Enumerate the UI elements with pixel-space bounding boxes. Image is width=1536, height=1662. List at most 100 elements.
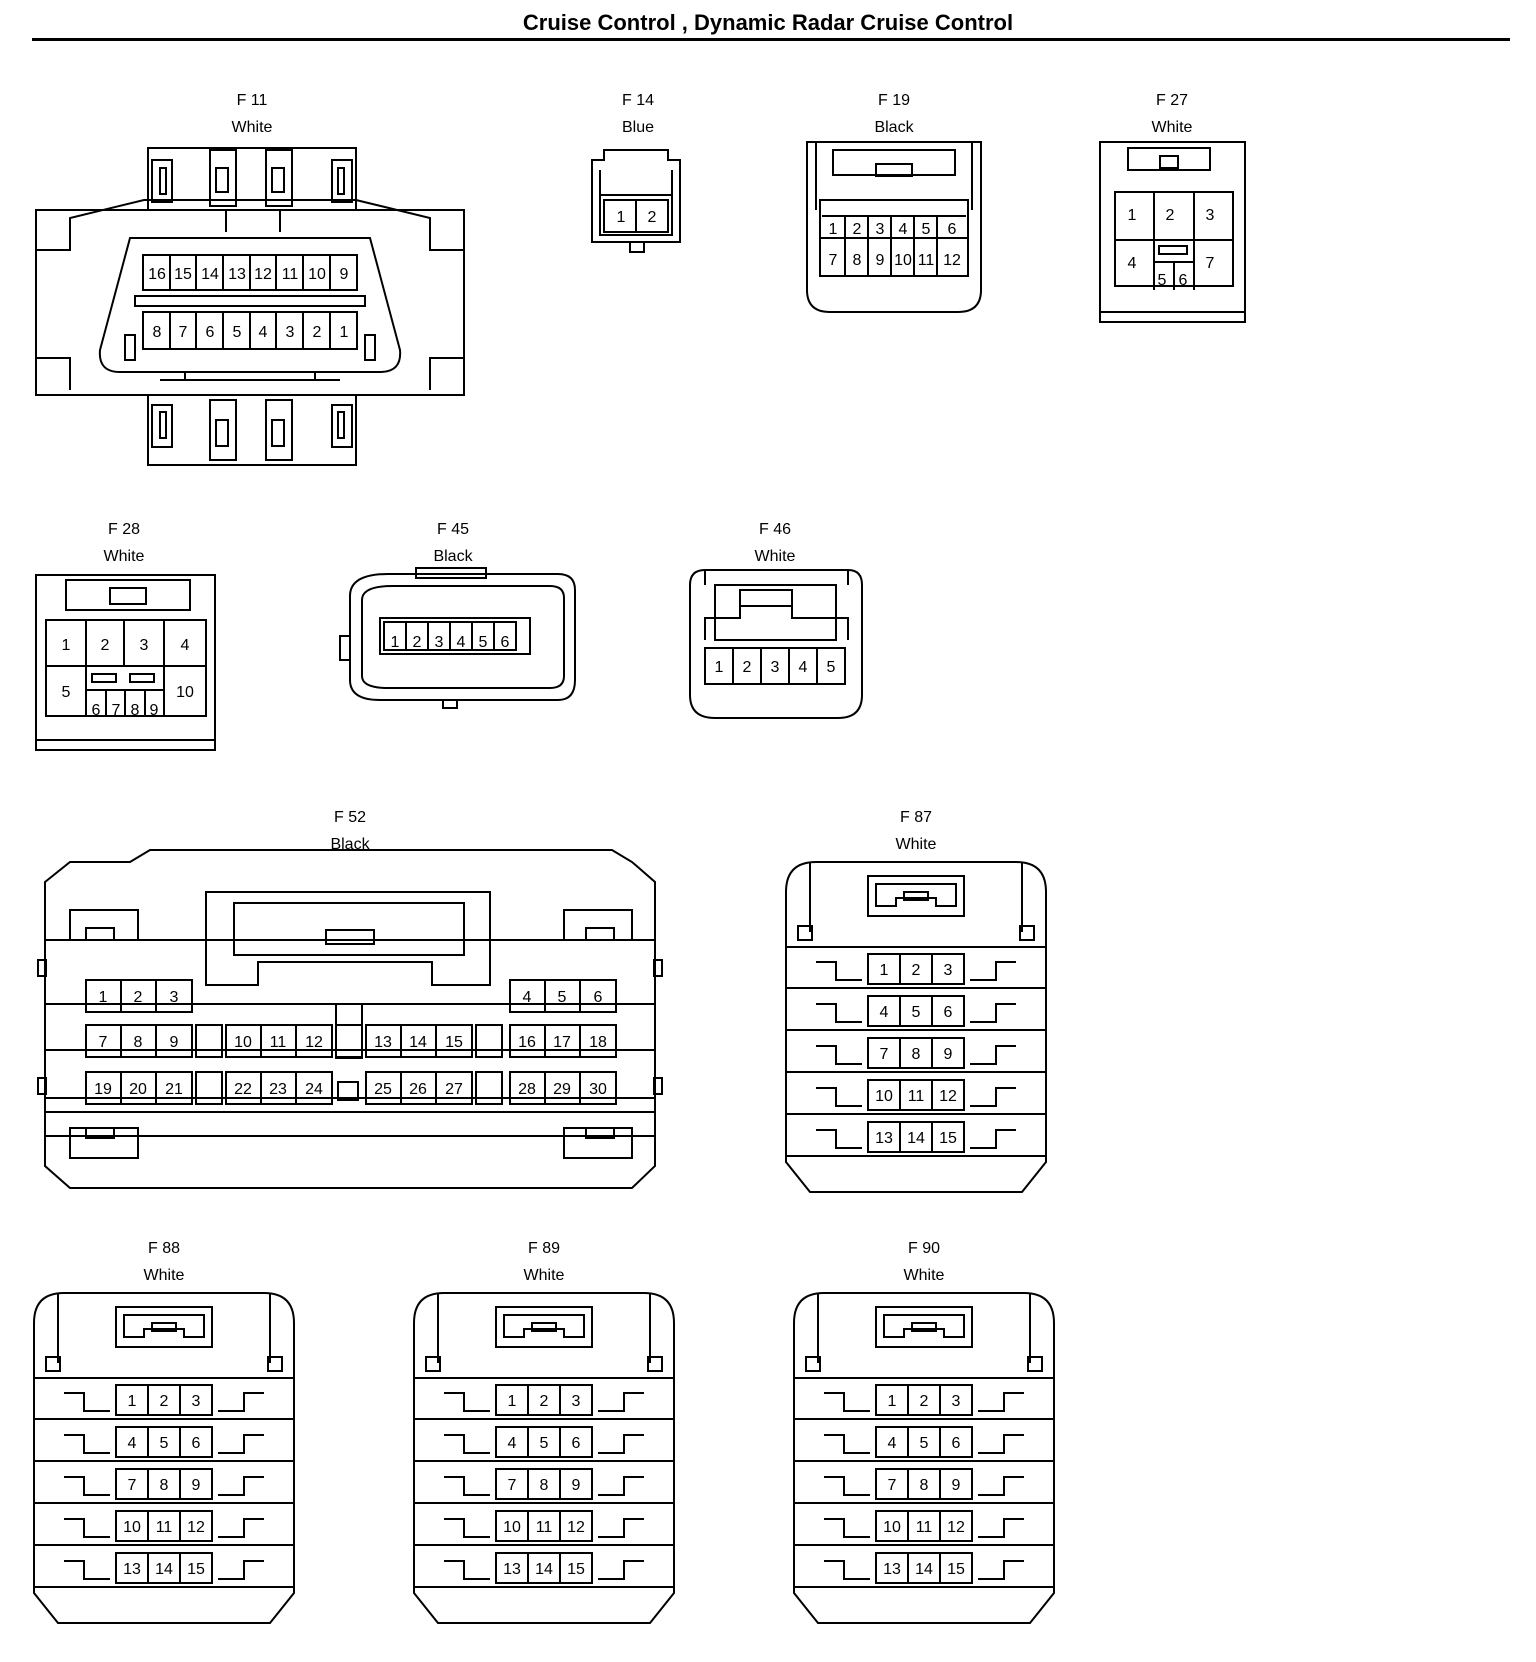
pin-label: 4	[899, 221, 908, 238]
pin-label: 12	[943, 252, 961, 269]
pin-label: 6	[1179, 272, 1188, 289]
pin-label: 8	[540, 1477, 549, 1494]
pin-label: 2	[540, 1393, 549, 1410]
pin-label: 9	[876, 252, 885, 269]
connector-f46-body	[689, 569, 863, 719]
pin-label: 8	[134, 1034, 143, 1051]
pin-label: 13	[123, 1561, 141, 1578]
pin-label: 6	[192, 1435, 201, 1452]
pin-label: 17	[553, 1034, 571, 1051]
pin-label: 20	[129, 1081, 147, 1098]
pin-label: 6	[92, 702, 101, 719]
pin-label: 5	[920, 1435, 929, 1452]
pin-label: 13	[503, 1561, 521, 1578]
pin-label: 11	[918, 252, 935, 269]
pin-label: 3	[435, 634, 444, 651]
connector-label-color: White	[1152, 119, 1193, 136]
connector-label-color: Black	[330, 836, 370, 853]
connector-label-id: F 89	[528, 1240, 560, 1257]
pin-label: 5	[1158, 272, 1167, 289]
pin-label: 5	[540, 1435, 549, 1452]
pin-label: 14	[907, 1130, 925, 1147]
connector-label-color: White	[755, 548, 796, 565]
connector-label-color: White	[896, 836, 937, 853]
pin-label: 10	[176, 684, 194, 701]
connector-f11-body	[35, 147, 465, 466]
pin-label: 4	[181, 637, 190, 654]
pin-label: 9	[572, 1477, 581, 1494]
connector-label-id: F 27	[1156, 92, 1188, 109]
connector-label-id: F 87	[900, 809, 932, 826]
pin-label: 12	[305, 1034, 323, 1051]
connector-f89-body	[413, 1292, 675, 1624]
pin-label: 29	[553, 1081, 571, 1098]
pin-label: 2	[413, 634, 422, 651]
pin-label: 10	[234, 1034, 252, 1051]
connector-label-color: White	[904, 1267, 945, 1284]
pin-label: 3	[952, 1393, 961, 1410]
pin-label: 5	[912, 1004, 921, 1021]
connector-f11-pin-dividers	[169, 255, 331, 349]
pin-label: 2	[743, 659, 752, 676]
connector-label-color: White	[144, 1267, 185, 1284]
pin-label: 4	[523, 989, 532, 1006]
pin-label: 8	[853, 252, 862, 269]
pin-label: 15	[567, 1561, 585, 1578]
pin-label: 1	[888, 1393, 897, 1410]
pin-label: 1	[128, 1393, 137, 1410]
pin-label: 10	[503, 1519, 521, 1536]
pin-label: 13	[883, 1561, 901, 1578]
pin-label: 3	[876, 221, 885, 238]
pin-label: 10	[883, 1519, 901, 1536]
connector-f90-body	[793, 1292, 1055, 1624]
pin-label: 14	[201, 266, 219, 283]
pin-label: 30	[589, 1081, 607, 1098]
pin-label: 10	[123, 1519, 141, 1536]
connector-f52-body	[37, 849, 663, 1189]
connector-label-id: F 88	[148, 1240, 180, 1257]
pin-label: 18	[589, 1034, 607, 1051]
pin-label: 12	[254, 266, 272, 283]
connector-f19-body	[806, 141, 982, 313]
pin-label: 11	[282, 266, 299, 283]
pin-label: 2	[160, 1393, 169, 1410]
pin-label: 1	[715, 659, 724, 676]
pin-label: 6	[594, 989, 603, 1006]
pin-label: 11	[916, 1519, 933, 1536]
pin-label: 9	[150, 702, 159, 719]
pin-label: 1	[508, 1393, 517, 1410]
pin-label: 3	[192, 1393, 201, 1410]
pin-label: 6	[944, 1004, 953, 1021]
pin-label: 3	[771, 659, 780, 676]
pin-label: 6	[572, 1435, 581, 1452]
pin-label: 1	[99, 989, 108, 1006]
pin-label: 10	[875, 1088, 893, 1105]
connector-label-color: White	[104, 548, 145, 565]
connector-label-color: White	[524, 1267, 565, 1284]
pin-label: 25	[374, 1081, 392, 1098]
pin-label: 4	[880, 1004, 889, 1021]
pin-label: 12	[947, 1519, 965, 1536]
connector-label-id: F 11	[237, 92, 268, 109]
pin-label: 5	[558, 989, 567, 1006]
pin-label: 1	[62, 637, 71, 654]
pin-label: 11	[270, 1034, 287, 1051]
pin-label: 9	[952, 1477, 961, 1494]
pin-label: 12	[187, 1519, 205, 1536]
pin-label: 15	[445, 1034, 463, 1051]
pin-label: 16	[518, 1034, 536, 1051]
connector-label-color: Blue	[622, 119, 654, 136]
pin-label: 27	[445, 1081, 463, 1098]
pin-label: 8	[153, 324, 162, 341]
pin-label: 8	[912, 1046, 921, 1063]
connector-label-color: Black	[433, 548, 473, 565]
pin-label: 9	[944, 1046, 953, 1063]
pin-label: 28	[518, 1081, 536, 1098]
page-title: Cruise Control , Dynamic Radar Cruise Co…	[522, 10, 1014, 35]
pin-label: 2	[313, 324, 322, 341]
pin-label: 1	[617, 209, 626, 226]
connector-label-id: F 90	[908, 1240, 940, 1257]
pin-label: 3	[170, 989, 179, 1006]
pin-label: 7	[829, 252, 838, 269]
